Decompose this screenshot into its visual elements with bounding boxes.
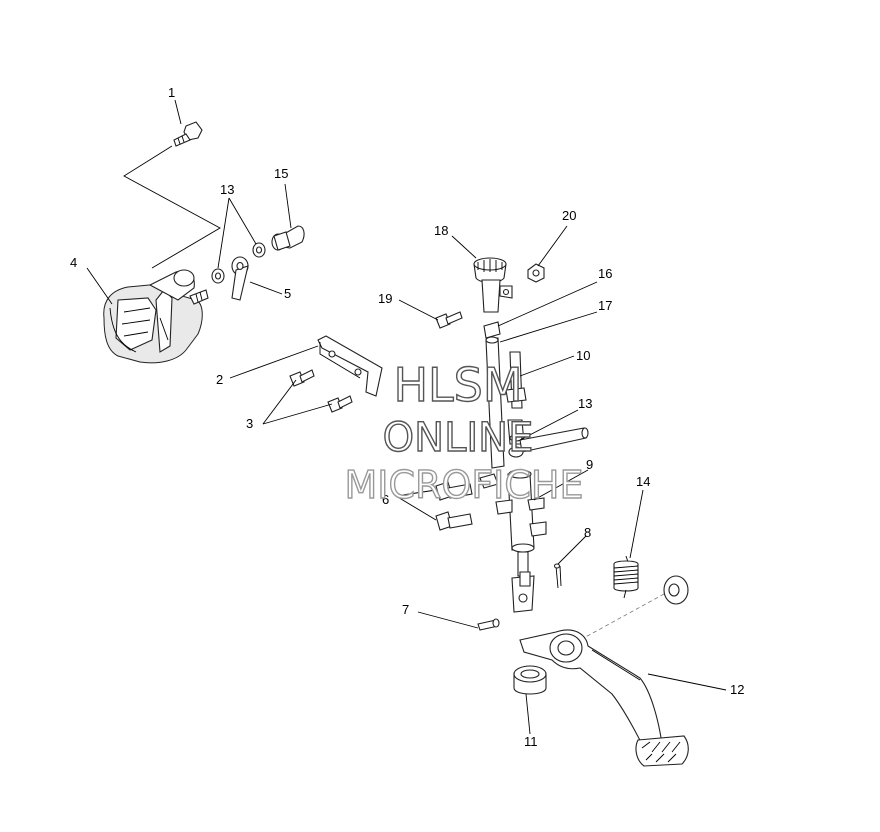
- bolt-part-1: [173, 121, 203, 147]
- leader-lines: [86, 99, 727, 735]
- bolts-part-6: [435, 481, 473, 531]
- brake-pedal-part-12: [519, 629, 689, 767]
- washer-pair-part-13-upper: [211, 242, 266, 284]
- callout-10: 10: [576, 348, 590, 363]
- callout-6: 6: [382, 492, 389, 507]
- callout-7: 7: [402, 602, 409, 617]
- callout-13-upper: 13: [220, 182, 234, 197]
- clevis-pin-part-7: [477, 618, 500, 631]
- spring-part-14: [613, 555, 639, 599]
- callout-1: 1: [168, 85, 175, 100]
- bolts-part-3: [289, 369, 353, 413]
- callout-3: 3: [246, 416, 253, 431]
- banjo-hose-part-13-lower: [507, 419, 589, 458]
- callout-17: 17: [598, 298, 612, 313]
- callout-18: 18: [434, 223, 448, 238]
- watermark-line-1: HLSM: [393, 358, 522, 412]
- hose-part-17: [485, 336, 505, 469]
- callout-15: 15: [274, 166, 288, 181]
- callout-4: 4: [70, 255, 77, 270]
- fitting-part-10: [505, 351, 527, 409]
- master-cylinder: [495, 469, 547, 613]
- watermark-line-3: MICROFICHE: [344, 463, 583, 507]
- callout-5: 5: [284, 286, 291, 301]
- bushing-part-11: [513, 665, 547, 695]
- clamp-part-16: [483, 321, 501, 339]
- banjo-fitting-part-5: [231, 256, 249, 301]
- callout-14: 14: [636, 474, 650, 489]
- callout-labels: 1 2 3 4 5 6 7 8 9 10 11 12 13 13 14 15 1…: [70, 85, 744, 749]
- callout-8: 8: [584, 525, 591, 540]
- callout-2: 2: [216, 372, 223, 387]
- clip-part-9: [479, 473, 499, 489]
- reservoir-part-18: [473, 257, 513, 313]
- bracket-part-2: [317, 335, 383, 397]
- frame-mount: [579, 575, 689, 641]
- callout-11: 11: [524, 734, 538, 749]
- nut-part-20: [527, 263, 545, 283]
- cotter-pin-part-8: [553, 563, 562, 589]
- callout-12: 12: [730, 682, 744, 697]
- callout-20: 20: [562, 208, 576, 223]
- callout-9: 9: [586, 457, 593, 472]
- brake-caliper: [103, 269, 209, 364]
- callout-19: 19: [378, 291, 392, 306]
- callout-16: 16: [598, 266, 612, 281]
- watermark-line-2: ONLINE: [383, 415, 534, 461]
- banjo-bolt-part-15: [271, 225, 305, 251]
- bolt-part-19: [435, 311, 463, 329]
- callout-13-lower: 13: [578, 396, 592, 411]
- watermark: HLSM ONLINE MICROFICHE: [344, 357, 584, 507]
